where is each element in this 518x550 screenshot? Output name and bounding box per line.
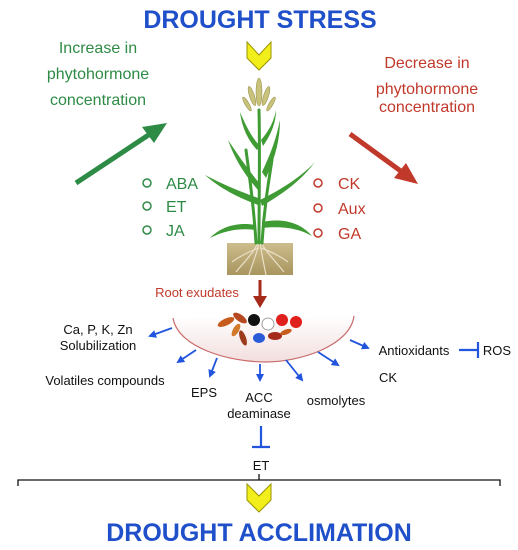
decrease-arrow — [348, 131, 418, 184]
summary-bracket — [17, 479, 501, 486]
increase-arrow — [74, 123, 167, 186]
hormone-aba: ABA — [166, 176, 198, 193]
osmolytes-label: osmolytes — [307, 393, 366, 408]
hormone-et: ET — [166, 199, 187, 216]
volatiles-label: Volatiles compounds — [45, 373, 165, 388]
svg-text:Decrease in: Decrease in — [384, 55, 469, 72]
plant-illustration — [205, 77, 315, 276]
hormone-ga: GA — [338, 226, 361, 243]
effect-labels: Ca, P, K, Zn Solubilization Volatiles co… — [45, 322, 511, 473]
hormone-ja: JA — [166, 223, 185, 240]
bullet-icon — [313, 178, 323, 188]
decrease-heading: Decrease in phytohormone concentration — [376, 55, 478, 116]
bacteria-cluster — [217, 312, 302, 346]
effect-arrows — [148, 327, 370, 382]
solubilization-line2: Solubilization — [60, 338, 137, 353]
ros-label: ROS — [483, 343, 512, 358]
bullet-icon — [313, 228, 323, 238]
acc-label-line1: ACC — [245, 390, 272, 405]
et-inhibition-icon — [252, 426, 270, 449]
bullet-icon — [313, 203, 323, 213]
svg-text:phytohormone: phytohormone — [376, 81, 478, 98]
title-drought-stress: DROUGHT STRESS — [143, 6, 376, 34]
eps-label: EPS — [191, 385, 217, 400]
increase-hormone-list: ABA ET JA — [142, 176, 198, 240]
exudates-arrow — [253, 280, 267, 308]
decrease-hormone-list: CK Aux GA — [313, 176, 366, 243]
hormone-aux: Aux — [338, 201, 366, 218]
title-drought-acclimation: DROUGHT ACCLIMATION — [106, 519, 412, 547]
hormone-ck: CK — [338, 176, 361, 193]
antioxidants-label: Antioxidants — [379, 343, 450, 358]
chevron-down-icon — [246, 40, 272, 71]
svg-text:concentration: concentration — [50, 92, 146, 109]
svg-text:concentration: concentration — [379, 99, 475, 116]
solubilization-line1: Ca, P, K, Zn — [63, 322, 132, 337]
ck-effect-label: CK — [379, 370, 397, 385]
increase-heading: Increase in phytohormone concentration — [47, 40, 149, 109]
bullet-icon — [142, 201, 152, 211]
chevron-down-icon — [246, 482, 272, 513]
et-effect-label: ET — [253, 458, 270, 473]
ros-inhibition-icon — [459, 342, 480, 358]
svg-text:Increase in: Increase in — [59, 40, 137, 57]
svg-text:phytohormone: phytohormone — [47, 66, 149, 83]
acc-label-line2: deaminase — [227, 406, 291, 421]
root-exudates-label: Root exudates — [155, 285, 239, 300]
bullet-icon — [142, 178, 152, 188]
bullet-icon — [142, 225, 152, 235]
